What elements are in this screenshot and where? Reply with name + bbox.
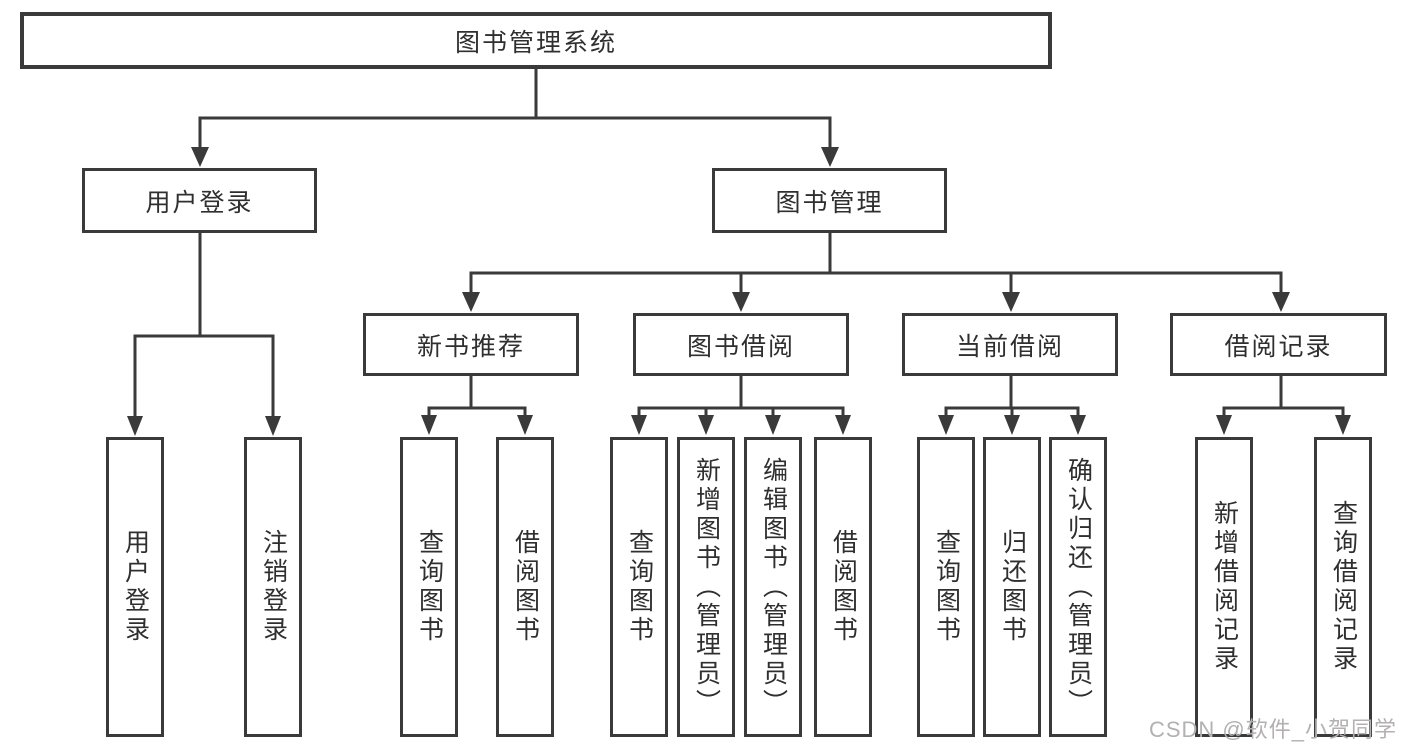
node-label: 注销登录 xyxy=(259,529,288,645)
leaf-confirm-return-admin: 确认归还（管理员） xyxy=(1049,437,1107,737)
leaf-query-borrow-record: 查询借阅记录 xyxy=(1314,437,1372,737)
node-label: 当前借阅 xyxy=(955,332,1064,361)
arrowheads xyxy=(127,147,1351,436)
leaf-logout: 注销登录 xyxy=(244,437,302,737)
node-label: 新增借阅记录 xyxy=(1210,500,1239,674)
node-label: 查询借阅记录 xyxy=(1329,500,1358,674)
node-label: 新书推荐 xyxy=(416,332,525,361)
leaf-return-books: 归还图书 xyxy=(983,437,1041,737)
node-library-management-system: 图书管理系统 xyxy=(20,12,1052,69)
node-user-login: 用户登录 xyxy=(82,168,317,233)
node-label: 查询图书 xyxy=(415,529,444,645)
node-label: 用户登录 xyxy=(145,188,254,217)
node-book-management: 图书管理 xyxy=(712,168,947,233)
node-current-borrow: 当前借阅 xyxy=(902,313,1118,376)
node-label: 图书管理系统 xyxy=(454,28,617,57)
leaf-borrow-books: 借阅图书 xyxy=(814,437,872,737)
node-label: 图书借阅 xyxy=(686,332,795,361)
node-borrow-records: 借阅记录 xyxy=(1170,313,1387,376)
node-label: 借阅记录 xyxy=(1224,332,1333,361)
node-label: 图书管理 xyxy=(775,188,884,217)
leaf-edit-books-admin: 编辑图书（管理员） xyxy=(744,437,802,737)
leaf-user-login: 用户登录 xyxy=(106,437,164,737)
leaf-recommend-borrow-books: 借阅图书 xyxy=(496,437,554,737)
leaf-borrow-query-books: 查询图书 xyxy=(610,437,668,737)
node-book-borrow: 图书借阅 xyxy=(633,313,849,376)
node-label: 编辑图书（管理员） xyxy=(759,456,788,718)
leaf-add-borrow-record: 新增借阅记录 xyxy=(1195,437,1253,737)
leaf-recommend-query-books: 查询图书 xyxy=(400,437,458,737)
node-label: 查询图书 xyxy=(625,529,654,645)
node-new-book-recommend: 新书推荐 xyxy=(363,313,579,376)
node-label: 确认归还（管理员） xyxy=(1064,456,1093,718)
node-label: 新增图书（管理员） xyxy=(692,456,721,718)
csdn-watermark: CSDN @软件_小贺同学 xyxy=(1148,717,1397,742)
node-label: 归还图书 xyxy=(998,529,1027,645)
node-label: 借阅图书 xyxy=(829,529,858,645)
node-label: 借阅图书 xyxy=(511,529,540,645)
node-label: 查询图书 xyxy=(932,529,961,645)
node-label: 用户登录 xyxy=(121,529,150,645)
leaf-add-books-admin: 新增图书（管理员） xyxy=(677,437,735,737)
leaf-current-query-books: 查询图书 xyxy=(917,437,975,737)
